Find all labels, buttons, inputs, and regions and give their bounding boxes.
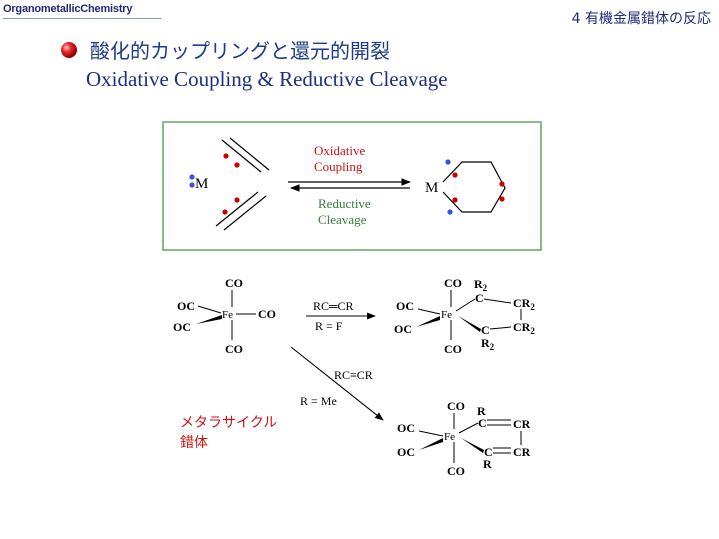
alkene-bond xyxy=(229,137,270,171)
reverse-label-line1: Reductive xyxy=(318,196,371,211)
electron-dot xyxy=(222,209,228,215)
co-ligand: CO xyxy=(447,464,465,478)
cr2-group: CR2 xyxy=(513,296,535,312)
alkene-bond xyxy=(221,139,262,173)
wedge-bond xyxy=(419,438,443,450)
oc-ligand: OC xyxy=(396,299,414,313)
forward-label-line2: Coupling xyxy=(314,159,363,174)
condition-top: R = F xyxy=(315,319,343,333)
wedge-bond xyxy=(416,316,440,327)
reaction-arrow-bottom xyxy=(290,346,384,421)
electron-dot xyxy=(223,153,229,159)
bond xyxy=(197,305,222,314)
co-ligand: CO xyxy=(225,342,243,356)
oc-ligand: OC xyxy=(397,445,415,459)
electron-dot xyxy=(499,196,505,202)
scheme-frame xyxy=(162,121,542,251)
cr-group: CR xyxy=(513,445,531,459)
ring-carbon: C xyxy=(484,445,493,459)
electron-dot xyxy=(452,197,458,203)
bond xyxy=(458,422,479,434)
condition-bottom: R = Me xyxy=(300,394,337,408)
slide-title-japanese: 酸化的カップリングと還元的開裂 xyxy=(90,39,390,63)
bond xyxy=(455,298,476,312)
r-substituent: R xyxy=(483,457,492,471)
electron-dot xyxy=(452,172,458,178)
r-substituent: R2 xyxy=(481,336,495,352)
chapter-title: 4 有機金属錯体の反応 xyxy=(571,11,711,27)
oc-ligand: OC xyxy=(397,421,415,435)
metal-label-left: M xyxy=(195,176,208,192)
fe-center: Fe xyxy=(222,309,233,321)
electron-dot xyxy=(234,162,240,168)
r-substituent: R xyxy=(477,404,486,418)
co-ligand: CO xyxy=(225,276,243,290)
red-ball-bullet-icon xyxy=(61,42,77,58)
alkene-bond xyxy=(215,191,259,227)
cr-group: CR xyxy=(513,417,531,431)
reagent-top: RC═CR xyxy=(313,299,354,313)
oc-ligand: OC xyxy=(394,322,412,336)
header-divider xyxy=(3,18,161,19)
bond xyxy=(483,298,512,304)
metallacycle-ring xyxy=(442,161,506,213)
ring-carbon: C xyxy=(475,291,484,305)
reverse-label-line2: Cleavage xyxy=(318,212,367,227)
electron-dot xyxy=(445,159,451,165)
co-ligand: CO xyxy=(447,399,465,413)
metallacycle-label-line1: メタラサイクル xyxy=(180,415,277,431)
electron-dot xyxy=(234,197,240,203)
forward-label-line1: Oxidative xyxy=(314,143,365,158)
reagent-bottom: RC≡CR xyxy=(334,368,373,382)
course-title: OrganometallicChemistry xyxy=(3,3,133,15)
wedge-bond xyxy=(196,315,222,324)
oc-ligand: OC xyxy=(173,320,191,334)
wedge-bond xyxy=(461,438,484,453)
bond xyxy=(418,430,444,437)
slide-title-english: Oxidative Coupling & Reductive Cleavage xyxy=(86,67,448,91)
electron-dot xyxy=(447,209,453,215)
ring-carbon: C xyxy=(478,416,487,430)
scheme-general-box: M Oxidative Coupling Reductive Cleavage … xyxy=(162,121,542,251)
ring-carbon: C xyxy=(481,323,490,337)
co-ligand: CO xyxy=(258,307,276,321)
metal-label-right: M xyxy=(425,180,438,196)
co-ligand: CO xyxy=(444,276,462,290)
fe-center: Fe xyxy=(441,309,452,321)
alkene-bond xyxy=(223,195,267,231)
electron-dot xyxy=(189,182,195,188)
oc-ligand: OC xyxy=(177,299,195,313)
electron-dot xyxy=(499,181,505,187)
metallacycle-label-line2: 錯体 xyxy=(180,435,208,451)
bond xyxy=(417,308,441,315)
cr2-group: CR2 xyxy=(513,320,535,336)
bond xyxy=(489,326,512,330)
r-substituent: R2 xyxy=(474,277,488,293)
co-ligand: CO xyxy=(444,342,462,356)
fe-center: Fe xyxy=(444,431,455,443)
wedge-bond xyxy=(458,316,481,332)
electron-dot xyxy=(189,174,195,180)
scheme-iron-carbonyl: CO OC OC Fe CO CO RC═CR R = F CO R2 C CR… xyxy=(173,276,535,478)
